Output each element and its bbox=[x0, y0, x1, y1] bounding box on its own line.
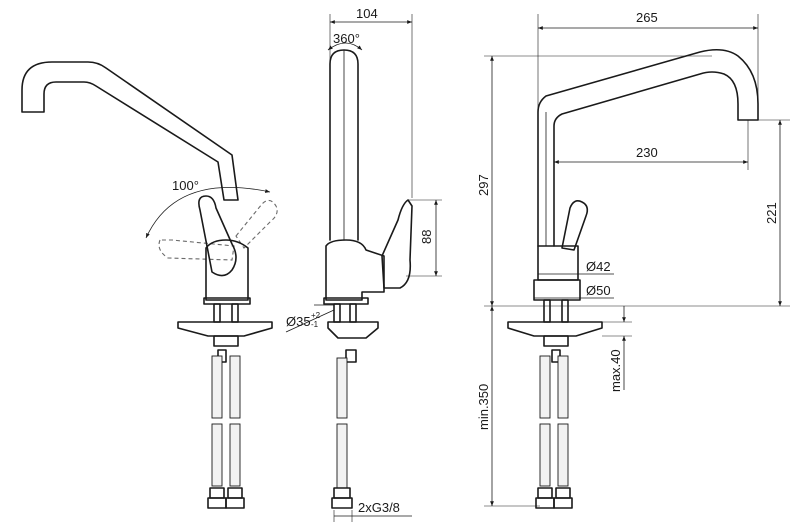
front-fitting-right bbox=[227, 487, 243, 499]
right-view: 265 230 297 221 Ø42 Ø50 min.350 max.40 bbox=[476, 10, 790, 509]
right-stud-left bbox=[543, 299, 551, 323]
connection-label: 2xG3/8 bbox=[358, 500, 400, 515]
front-base-ring bbox=[203, 297, 251, 305]
right-mount-nut bbox=[543, 335, 569, 347]
right-base bbox=[533, 279, 581, 301]
front-lever-ghost-left bbox=[158, 239, 235, 261]
right-nut-left bbox=[535, 497, 555, 509]
right-fitting-left bbox=[537, 487, 553, 499]
right-mount-plate bbox=[507, 321, 603, 337]
front-view: 100° bbox=[21, 61, 278, 509]
side-stud-right bbox=[349, 303, 357, 323]
rotation-label: 360° bbox=[333, 31, 360, 46]
hole-tol-plus: +2 bbox=[311, 311, 321, 320]
right-body bbox=[537, 245, 579, 281]
width-right-label: 265 bbox=[636, 10, 658, 25]
right-hose-left-lower bbox=[539, 423, 551, 487]
front-stud-left bbox=[213, 303, 221, 323]
front-lever bbox=[198, 195, 237, 277]
front-stud-right bbox=[231, 303, 239, 323]
front-hose-left-lower bbox=[211, 423, 223, 487]
front-body bbox=[205, 239, 249, 301]
front-spout bbox=[21, 61, 239, 201]
side-base-ring bbox=[323, 297, 369, 305]
width-top-label: 104 bbox=[356, 6, 378, 21]
lever-angle-label: 100° bbox=[172, 178, 199, 193]
lever-height-label: 88 bbox=[419, 230, 434, 244]
side-lever bbox=[381, 199, 413, 289]
side-body bbox=[325, 239, 385, 301]
side-nut bbox=[331, 497, 353, 509]
deck-thickness-label: max.40 bbox=[608, 349, 623, 392]
front-fitting-left bbox=[209, 487, 225, 499]
front-nut-right bbox=[225, 497, 245, 509]
side-stud-left bbox=[333, 303, 341, 323]
right-nut-right bbox=[553, 497, 573, 509]
right-fitting-right bbox=[555, 487, 571, 499]
side-hose-lower bbox=[336, 423, 348, 489]
hole-tol-minus: -1 bbox=[311, 320, 319, 329]
side-hose-upper bbox=[336, 357, 348, 419]
spout-reach-label: 230 bbox=[636, 145, 658, 160]
right-hose-right-upper bbox=[557, 355, 569, 419]
hole-leader bbox=[285, 309, 335, 333]
front-mount-nut bbox=[213, 335, 239, 347]
front-angle-arc bbox=[145, 186, 271, 239]
front-hose-left-upper bbox=[211, 355, 223, 419]
right-stud-right bbox=[561, 299, 569, 323]
front-mount-plate bbox=[177, 321, 273, 337]
body-diameter-label: Ø42 bbox=[586, 259, 611, 274]
base-diameter-label: Ø50 bbox=[586, 283, 611, 298]
height-total-label: 297 bbox=[476, 174, 491, 196]
side-connector bbox=[345, 349, 357, 363]
right-lever bbox=[561, 200, 589, 251]
right-hose-left-upper bbox=[539, 355, 551, 419]
front-hose-right-lower bbox=[229, 423, 241, 487]
side-fitting bbox=[333, 487, 351, 499]
hose-length-label: min.350 bbox=[476, 384, 491, 430]
hole-diameter-label: Ø35 bbox=[286, 314, 311, 329]
right-hose-right-lower bbox=[557, 423, 569, 487]
side-mount-plate bbox=[327, 321, 379, 339]
front-nut-left bbox=[207, 497, 227, 509]
front-lever-ghost-right bbox=[235, 199, 278, 249]
side-view: 360° 104 88 Ø35 +2 -1 2xG3/8 bbox=[285, 6, 442, 522]
spout-height-label: 221 bbox=[764, 202, 779, 224]
front-hose-right-upper bbox=[229, 355, 241, 419]
side-rotation-arc bbox=[327, 42, 363, 51]
